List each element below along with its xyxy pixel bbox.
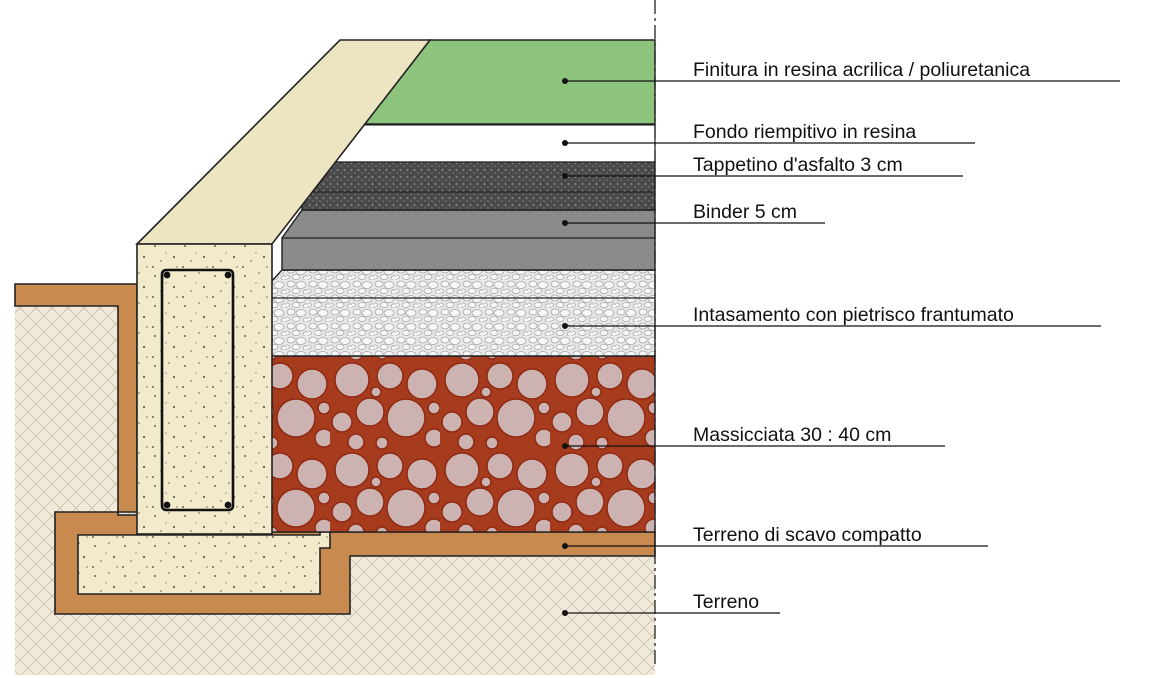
leader-lines <box>565 80 1120 614</box>
rebar-cage <box>160 268 235 512</box>
rebar-dot-top-left <box>163 271 171 279</box>
label-tappetino: Tappetino d'asfalto 3 cm <box>693 154 903 176</box>
foundation-footing <box>77 531 331 595</box>
gravel-layer <box>257 269 656 357</box>
curb-wall <box>136 243 273 535</box>
binder-layer <box>281 209 656 271</box>
label-binder: Binder 5 cm <box>693 201 797 223</box>
label-finitura: Finitura in resina acrilica / poliuretan… <box>693 59 1030 81</box>
label-intasamento: Intasamento con pietrisco frantumato <box>693 304 1014 326</box>
leader-dots <box>562 78 568 616</box>
asphalt-layer <box>301 161 656 211</box>
label-terreno: Terreno <box>693 591 759 613</box>
label-fondo: Fondo riempitivo in resina <box>693 121 916 143</box>
rebar-dot-bottom-right <box>224 501 232 509</box>
ballast-layer <box>257 355 656 533</box>
rebar-dot-top-right <box>224 271 232 279</box>
label-terreno-scavo: Terreno di scavo compatto <box>693 524 922 546</box>
rebar-dot-bottom-left <box>163 501 171 509</box>
label-massicciata: Massicciata 30 : 40 cm <box>693 424 891 446</box>
